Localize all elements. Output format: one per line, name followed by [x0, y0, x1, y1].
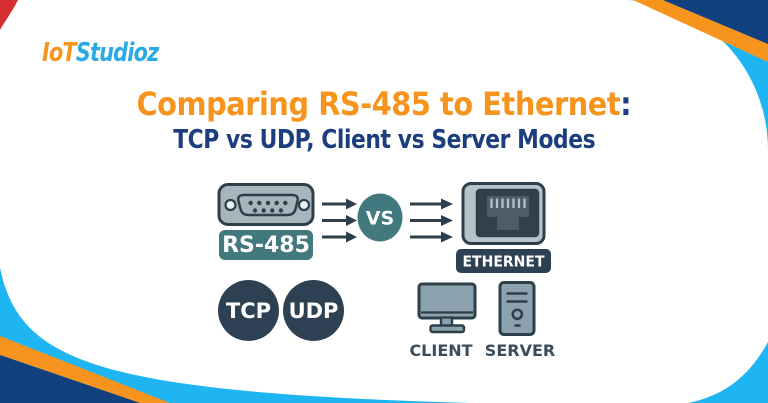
- vs-badge: VS: [357, 193, 403, 242]
- vs-label: VS: [366, 208, 394, 230]
- logo-text-studioz: Studioz: [75, 38, 159, 68]
- rj45-pins: [490, 198, 526, 208]
- udp-label: UDP: [289, 299, 339, 323]
- top-right-orange-stripe: [633, 0, 768, 62]
- title-text: Comparing RS-485 to Ethernet: [136, 85, 621, 123]
- server-label: SERVER: [485, 341, 555, 360]
- title-colon: :: [620, 85, 632, 123]
- tcp-badge: TCP: [218, 280, 279, 341]
- tcp-label: TCP: [226, 299, 271, 323]
- arrows-right: [410, 198, 453, 243]
- bottom-left-navy-triangle: [0, 355, 140, 403]
- top-right-navy-triangle: [663, 0, 768, 44]
- brand-logo: IoTStudioz: [42, 38, 159, 68]
- bottom-left-orange-stripe: [0, 336, 170, 403]
- server-tower-icon: [498, 281, 536, 336]
- db9-screw-left: [224, 198, 237, 212]
- subtitle-text: TCP vs UDP, Client vs Server Modes: [172, 125, 596, 155]
- top-left-red-accent: [0, 0, 18, 30]
- db9-screw-right: [297, 198, 311, 212]
- udp-badge: UDP: [283, 280, 344, 341]
- client-label: CLIENT: [409, 341, 472, 360]
- client-monitor-icon: [417, 282, 477, 334]
- db9-pins: [248, 200, 288, 213]
- rs485-connector-icon: [217, 183, 315, 226]
- ethernet-label: ETHERNET: [463, 253, 546, 271]
- arrows-left: [322, 198, 357, 243]
- page-subtitle: TCP vs UDP, Client vs Server Modes: [0, 125, 768, 155]
- bottom-right-cyan-accent: [688, 342, 768, 403]
- ethernet-label-plate: ETHERNET: [456, 249, 551, 273]
- rs485-label-plate: RS-485: [219, 230, 313, 260]
- logo-text-iot: IoT: [42, 38, 77, 68]
- rs485-label: RS-485: [222, 233, 310, 258]
- ethernet-port-icon: [461, 182, 546, 245]
- page-title: Comparing RS-485 to Ethernet:: [0, 85, 768, 123]
